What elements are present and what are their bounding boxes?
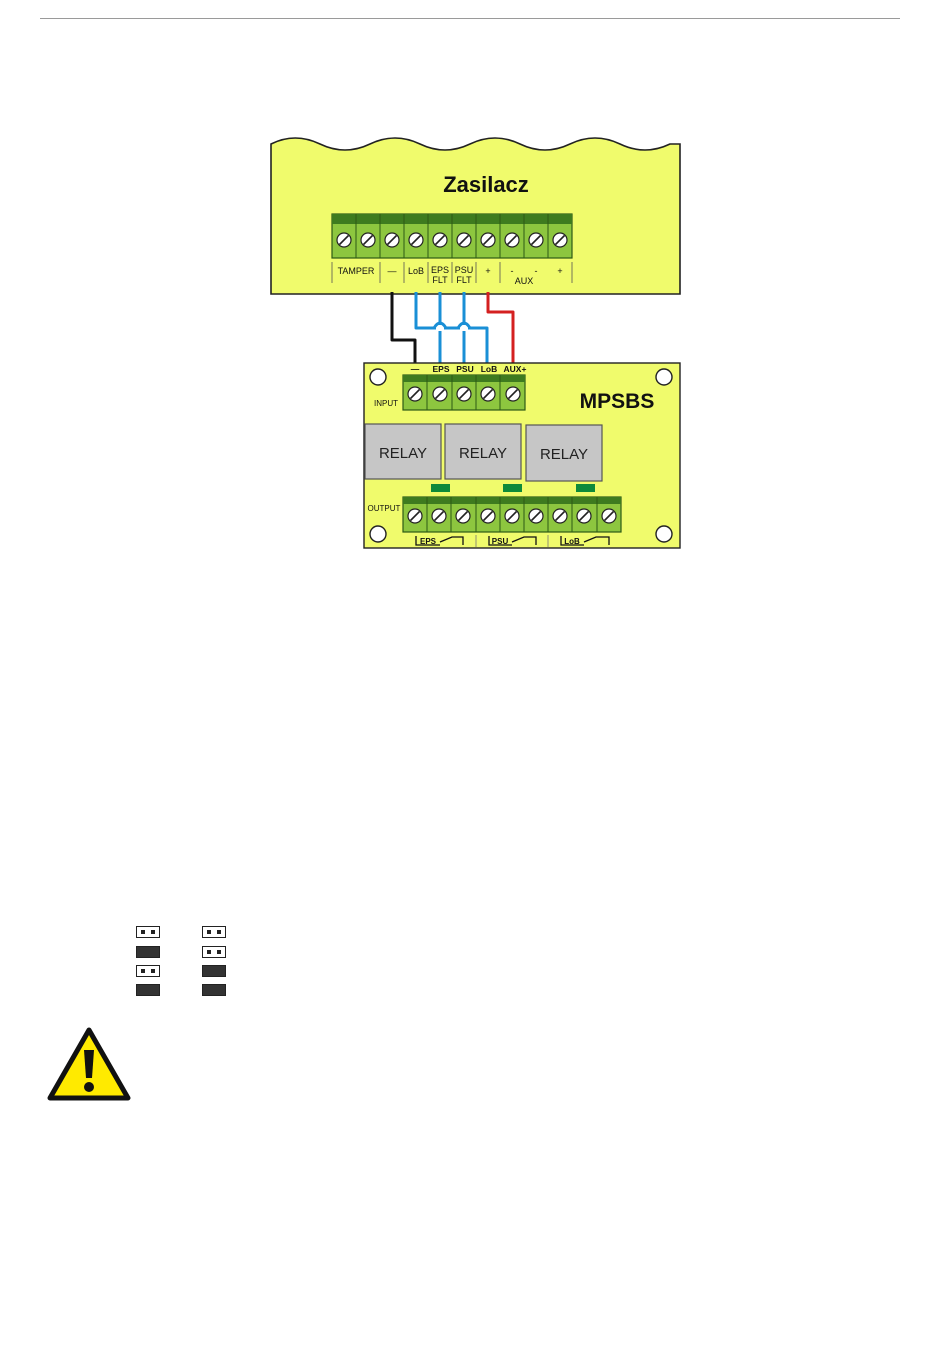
- wire-minus: [392, 292, 415, 368]
- input-terminal-label-3: LoB: [481, 364, 498, 374]
- jumper-r3-c2: [202, 965, 226, 977]
- input-terminal-label-1: EPS: [432, 364, 449, 374]
- input-label: INPUT: [374, 399, 398, 408]
- label-minus: —: [388, 266, 397, 276]
- led-2: [503, 484, 522, 492]
- label-aux-plus: +: [557, 266, 562, 276]
- relay-3-label: RELAY: [540, 446, 588, 463]
- warning-triangle-icon: [46, 1026, 132, 1102]
- label-lob: LoB: [408, 266, 424, 276]
- mount-hole-tr: [656, 369, 672, 385]
- input-terminal-label-2: PSU: [456, 364, 473, 374]
- relay-1: RELAY: [365, 424, 441, 479]
- label-psu-2: FLT: [456, 275, 472, 285]
- jumper-r1-c1: [136, 926, 160, 938]
- relay-3: RELAY: [526, 425, 602, 481]
- output-label: OUTPUT: [368, 504, 401, 513]
- output-group-psu: PSU: [492, 537, 509, 546]
- mount-hole-tl: [370, 369, 386, 385]
- output-group-eps: EPS: [420, 537, 437, 546]
- output-group-lob: LoB: [564, 537, 580, 546]
- relay-1-label: RELAY: [379, 445, 427, 462]
- label-eps-2: FLT: [432, 275, 448, 285]
- label-psu-1: PSU: [455, 265, 474, 275]
- input-terminal-label-0: —: [411, 364, 420, 374]
- jumper-r4-c1: [136, 984, 160, 996]
- jumper-r2-c2: [202, 946, 226, 958]
- input-terminal-block: [403, 375, 525, 410]
- relay-2: RELAY: [445, 424, 521, 479]
- jumper-r1-c2: [202, 926, 226, 938]
- label-tamper: TAMPER: [338, 266, 375, 276]
- wire-aux-plus: [488, 292, 513, 368]
- mpsbs-title: MPSBS: [580, 390, 655, 413]
- wiring-diagram: Zasilacz TAMPER — LoB EPS FLT PSU FLT + …: [0, 0, 950, 600]
- label-aux-minus-1: -: [511, 266, 514, 276]
- label-aux-minus-2: -: [535, 266, 538, 276]
- jumper-r3-c1: [136, 965, 160, 977]
- input-terminal-label-4: AUX+: [504, 364, 527, 374]
- psu-title: Zasilacz: [443, 172, 529, 197]
- mount-hole-bl: [370, 526, 386, 542]
- label-plus: +: [485, 266, 490, 276]
- led-3: [576, 484, 595, 492]
- label-aux: AUX: [515, 276, 534, 286]
- output-terminal-block: [403, 497, 621, 532]
- relay-2-label: RELAY: [459, 445, 507, 462]
- wire-lob: [416, 292, 487, 368]
- led-1: [431, 484, 450, 492]
- jumper-r2-c1: [136, 946, 160, 958]
- jumper-r4-c2: [202, 984, 226, 996]
- mount-hole-br: [656, 526, 672, 542]
- psu-terminal-block: [332, 214, 572, 258]
- label-eps-1: EPS: [431, 265, 449, 275]
